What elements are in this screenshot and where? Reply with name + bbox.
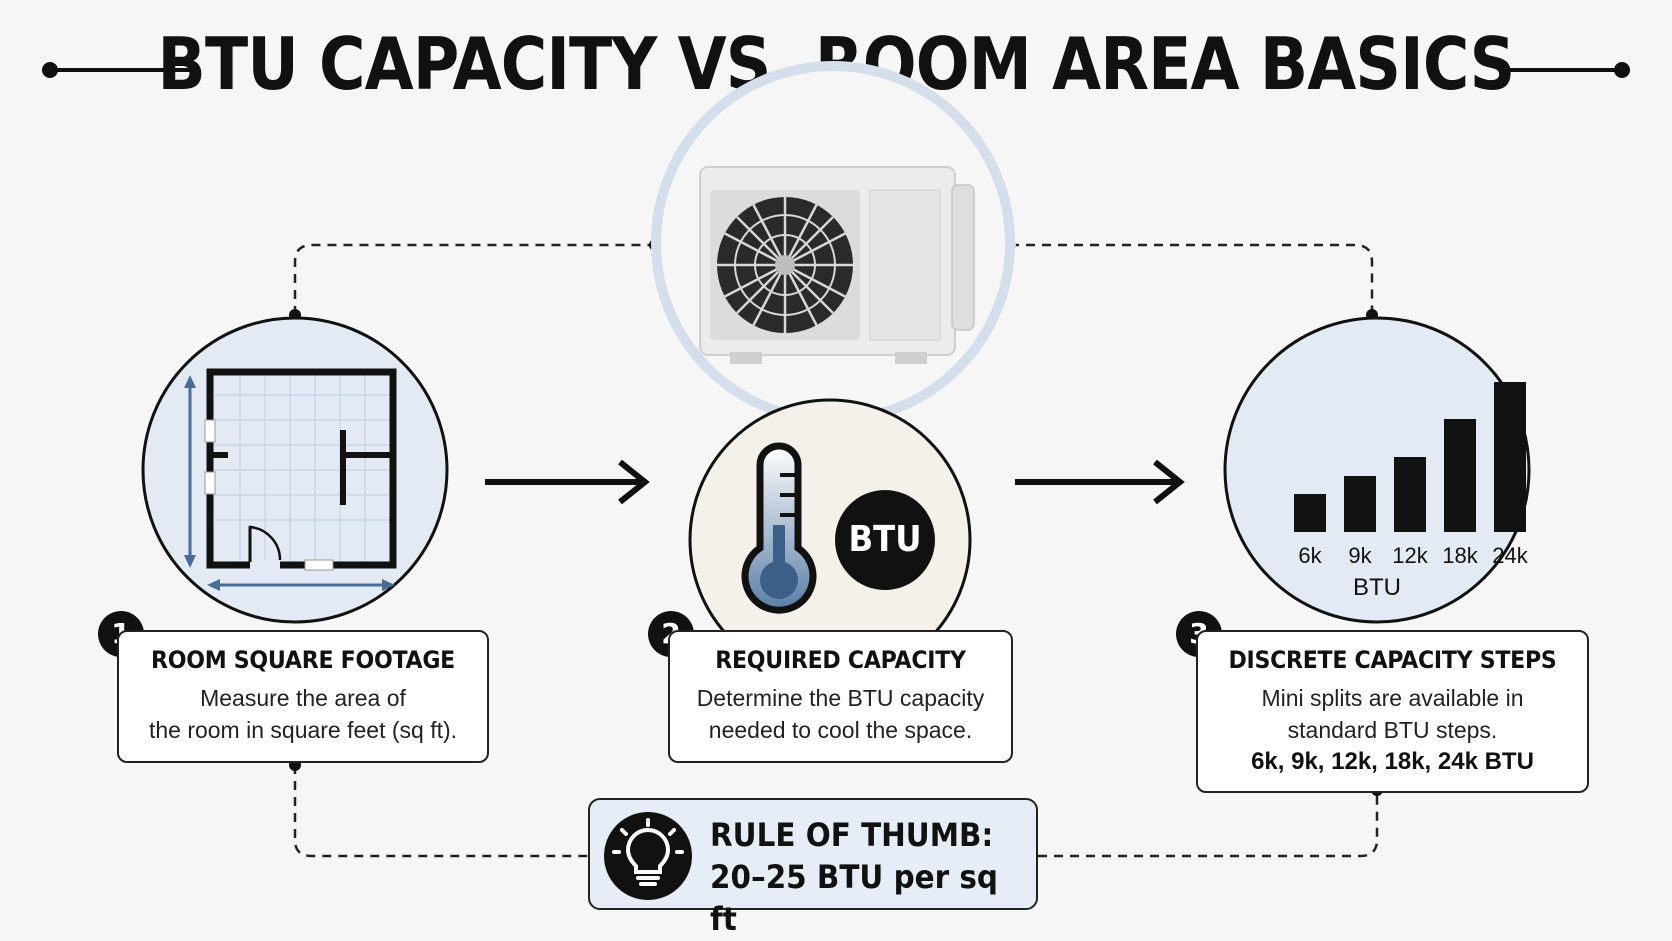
- btu-badge-icon: [835, 490, 935, 590]
- arrow-right-icon: [485, 459, 650, 505]
- bar-24k: [1494, 382, 1526, 532]
- step-body: Mini splits are available in standard BT…: [1261, 685, 1524, 743]
- step-card-room-footage: ROOM SQUARE FOOTAGE Measure the area of …: [117, 630, 489, 763]
- step-heading: ROOM SQUARE FOOTAGE: [150, 646, 456, 674]
- ac-outdoor-unit-icon: [699, 166, 975, 364]
- bar-tick-label: 6k: [1298, 543, 1322, 568]
- bar-tick-label: 24k: [1492, 543, 1528, 568]
- title-rule-right-dot: [1614, 62, 1630, 78]
- step-card-capacity-steps: DISCRETE CAPACITY STEPS Mini splits are …: [1196, 630, 1589, 793]
- bar-tick-label: 12k: [1392, 543, 1428, 568]
- btu-badge-label: BTU: [848, 519, 922, 560]
- step-body: Measure the area of the room in square f…: [148, 685, 458, 743]
- connector-top-right: [1010, 243, 1374, 315]
- thermometer-icon: [741, 442, 817, 614]
- connector-bottom-left: [293, 765, 588, 858]
- step-body: Determine the BTU capacity needed to coo…: [696, 685, 985, 743]
- bar-axis-label: BTU: [1353, 574, 1401, 601]
- bar-18k: [1444, 419, 1476, 532]
- step-emphasis: 6k, 9k, 12k, 18k, 24k BTU: [1251, 748, 1534, 775]
- bar-tick-label: 9k: [1348, 543, 1372, 568]
- step-card-required-capacity: REQUIRED CAPACITY Determine the BTU capa…: [668, 630, 1013, 763]
- bar-tick-label: 18k: [1442, 543, 1478, 568]
- rule-of-thumb-box: RULE OF THUMB: 20–25 BTU per sq ft: [588, 798, 1038, 938]
- floor-plan-icon: [184, 368, 397, 591]
- step-heading: DISCRETE CAPACITY STEPS: [1228, 646, 1557, 674]
- btu-bar-chart: [1294, 382, 1526, 532]
- rule-of-thumb-title: RULE OF THUMB:: [710, 816, 994, 854]
- connector-bottom-right: [1038, 790, 1379, 858]
- title-rules: [42, 62, 1630, 78]
- bar-6k: [1294, 494, 1326, 532]
- bar-12k: [1394, 457, 1426, 532]
- arrow-right-icon: [1015, 459, 1185, 505]
- lightbulb-icon: [604, 812, 692, 900]
- capacity-steps-circle: [1223, 316, 1531, 624]
- bar-9k: [1344, 476, 1376, 532]
- rule-of-thumb-text: RULE OF THUMB: 20–25 BTU per sq ft: [710, 814, 1010, 940]
- connector-top-left: [293, 243, 655, 315]
- rule-of-thumb-value: 20–25 BTU per sq ft: [710, 858, 998, 938]
- step-heading: REQUIRED CAPACITY: [715, 646, 966, 674]
